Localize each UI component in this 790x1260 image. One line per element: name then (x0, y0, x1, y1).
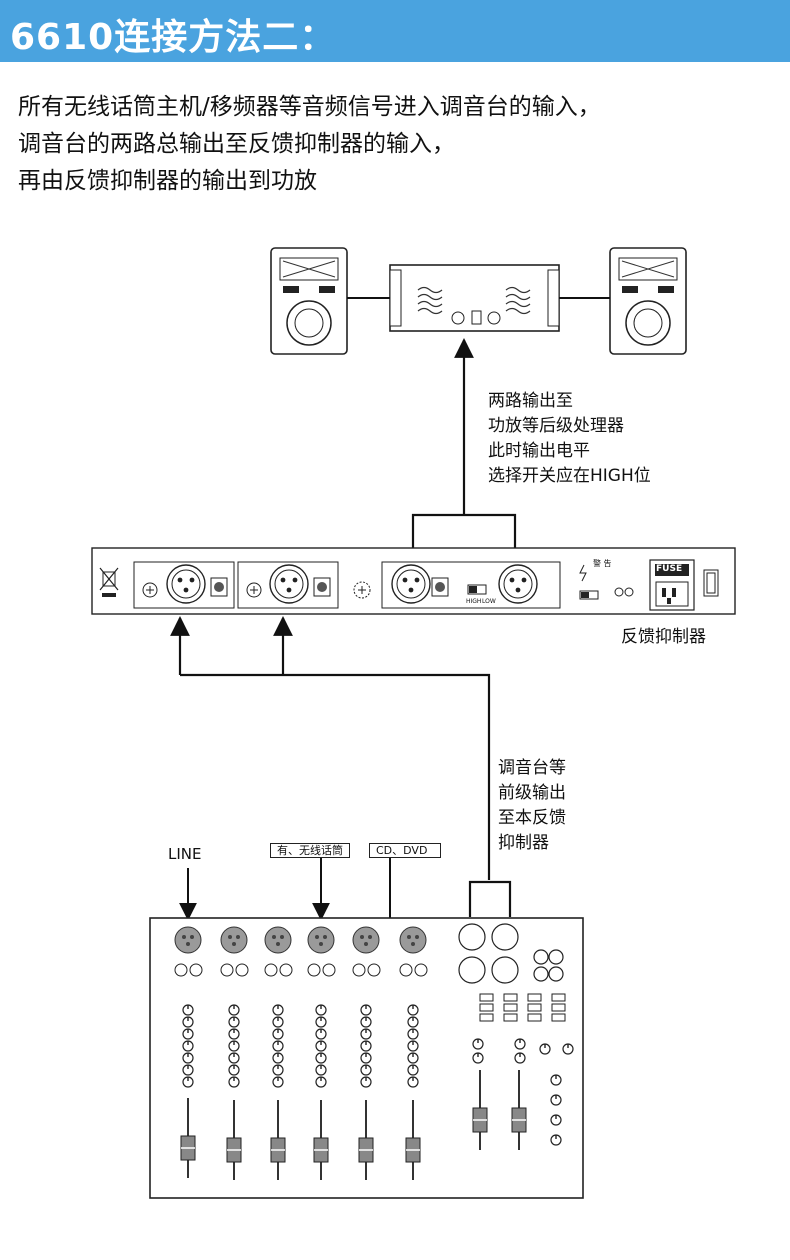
mic-input-label: 有、无线话筒 (270, 843, 350, 858)
mixer-note-line: 前级输出 (498, 783, 566, 803)
channel-knob (272, 1076, 284, 1088)
channel-knob (315, 1028, 327, 1040)
mixer-note-line: 调音台等 (498, 758, 566, 778)
level-low-label: LOW (482, 598, 496, 605)
channel-knob (228, 1076, 240, 1088)
channel-knob (407, 1076, 419, 1088)
channel-knob (182, 1040, 194, 1052)
channel-knob (272, 1064, 284, 1076)
channel-knob (228, 1016, 240, 1028)
intro-line-3: 再由反馈抑制器的输出到功放 (18, 168, 317, 194)
channel-knob (360, 1004, 372, 1016)
channel-knob (272, 1004, 284, 1016)
recycle-bin-icon (99, 567, 119, 597)
channel-knob (315, 1052, 327, 1064)
intro-line-1: 所有无线话筒主机/移频器等音频信号进入调音台的输入， (18, 94, 601, 120)
channel-knob (182, 1016, 194, 1028)
intro-line-2: 调音台的两路总输出至反馈抑制器的输入， (18, 131, 455, 157)
channel-knob (407, 1028, 419, 1040)
channel-knob (407, 1064, 419, 1076)
mixer-note-line: 至本反馈 (498, 808, 566, 828)
channel-knob (228, 1064, 240, 1076)
warning-label: 警 告 (593, 559, 612, 568)
amplifier-note-line: 此时输出电平 (488, 441, 590, 461)
channel-knob (315, 1004, 327, 1016)
amplifier-note: 两路输出至 功放等后级处理器 此时输出电平 选择开关应在HIGH位 (488, 389, 651, 489)
channel-knob (272, 1016, 284, 1028)
channel-knob (407, 1004, 419, 1016)
channel-knob (228, 1040, 240, 1052)
channel-knob (360, 1064, 372, 1076)
channel-knob (272, 1040, 284, 1052)
channel-knob (407, 1052, 419, 1064)
channel-knob (360, 1016, 372, 1028)
header-banner: 6610连接方法二： (0, 0, 790, 62)
mixer-note-line: 抑制器 (498, 833, 549, 853)
channel-knob (182, 1064, 194, 1076)
channel-knob (228, 1052, 240, 1064)
channel-knob (360, 1028, 372, 1040)
channel-knob (182, 1076, 194, 1088)
channel-knob (315, 1016, 327, 1028)
fuse-label: FUSE (656, 564, 683, 574)
amplifier-note-line: 两路输出至 (488, 391, 573, 411)
feedback-suppressor-unit (91, 547, 736, 615)
mixing-console (149, 917, 584, 1199)
channel-knob (360, 1052, 372, 1064)
page-title: 6610连接方法二： (10, 17, 337, 58)
channel-knob (315, 1040, 327, 1052)
channel-knob (360, 1076, 372, 1088)
channel-knob (272, 1028, 284, 1040)
channel-knob (182, 1028, 194, 1040)
channel-knob (182, 1004, 194, 1016)
cd-input-label: CD、DVD (369, 843, 441, 858)
amplifier-note-line: 选择开关应在HIGH位 (488, 466, 651, 486)
speaker-right (609, 247, 687, 355)
amplifier-note-line: 功放等后级处理器 (488, 416, 624, 436)
channel-knob (407, 1016, 419, 1028)
line-input-label: LINE (168, 845, 202, 863)
mixer-note: 调音台等 前级输出 至本反馈 抑制器 (498, 756, 566, 856)
channel-knob (407, 1040, 419, 1052)
channel-knob (272, 1052, 284, 1064)
channel-knob (228, 1004, 240, 1016)
level-high-label: HIGH (466, 598, 482, 605)
channel-knob (182, 1052, 194, 1064)
channel-knob (228, 1028, 240, 1040)
channel-knob (360, 1040, 372, 1052)
suppressor-label: 反馈抑制器 (621, 627, 706, 647)
channel-knob (315, 1064, 327, 1076)
power-amplifier (389, 264, 560, 332)
channel-knob (315, 1076, 327, 1088)
speaker-left (270, 247, 348, 355)
